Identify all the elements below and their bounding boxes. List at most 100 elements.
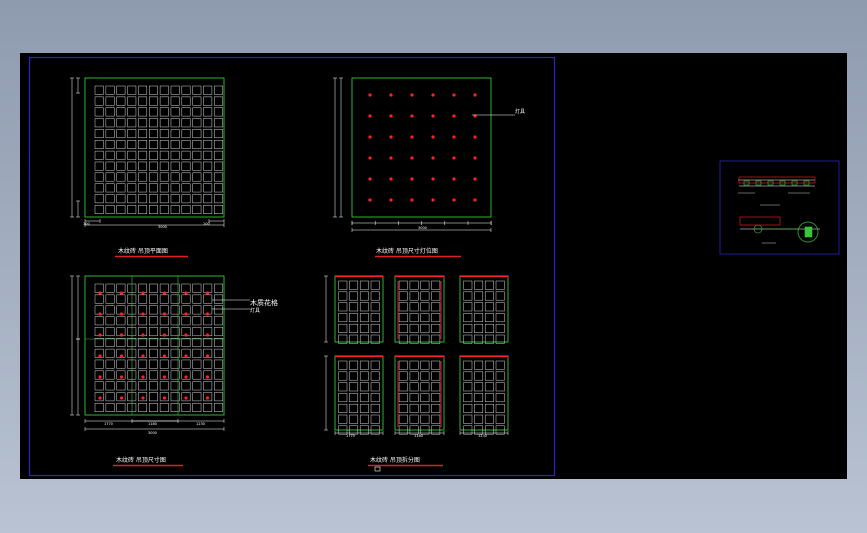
wood-grid-cell bbox=[192, 183, 202, 193]
light-fixture bbox=[98, 333, 102, 337]
wood-grid-cell bbox=[181, 96, 191, 106]
split-panel-cell bbox=[359, 313, 369, 323]
split-panel-cell bbox=[338, 393, 348, 403]
section-beam bbox=[738, 176, 816, 184]
wood-grid-cell bbox=[170, 392, 180, 402]
wood-grid-cell bbox=[149, 283, 158, 293]
dim-overall-1: 3000 bbox=[158, 225, 167, 229]
split-panel-cell bbox=[484, 323, 494, 333]
light-fixture bbox=[119, 396, 124, 400]
wood-grid-cell bbox=[116, 392, 126, 402]
wood-grid-cell bbox=[203, 381, 213, 391]
light-fixture bbox=[389, 135, 393, 139]
wood-grid-cell bbox=[192, 194, 202, 204]
wood-grid-cell bbox=[105, 348, 115, 358]
split-panel-cell bbox=[398, 393, 408, 403]
wood-grid-cell bbox=[203, 392, 213, 402]
split-panel-cell bbox=[431, 302, 441, 312]
wood-grid-cell bbox=[105, 294, 115, 304]
dim-split-c: 1180 bbox=[148, 422, 157, 426]
wood-grid-cell bbox=[214, 205, 224, 215]
wood-grid-cell bbox=[138, 118, 148, 128]
split-panel-cell bbox=[349, 291, 359, 301]
wood-grid-cell bbox=[170, 327, 180, 337]
split-panel-cell bbox=[420, 371, 430, 381]
wood-grid-cell bbox=[214, 172, 224, 182]
wood-grid-cell bbox=[159, 107, 169, 117]
wood-grid-cell bbox=[192, 161, 202, 171]
wood-grid-cell bbox=[192, 359, 202, 369]
wood-grid-cell bbox=[138, 161, 148, 171]
wood-grid-cell bbox=[105, 140, 115, 149]
wood-grid-cell bbox=[116, 359, 126, 369]
split-panel-cell bbox=[495, 334, 505, 344]
wood-grid-cell bbox=[116, 316, 126, 326]
wood-grid-cell bbox=[149, 370, 158, 380]
wood-grid-cell bbox=[170, 359, 180, 369]
wood-grid-cell bbox=[170, 85, 180, 95]
split-panel-cell bbox=[474, 313, 484, 323]
wood-grid-cell bbox=[192, 85, 202, 95]
wood-grid-cell bbox=[192, 392, 202, 402]
light-fixture bbox=[184, 312, 188, 316]
light-fixture bbox=[389, 156, 393, 160]
split-panel-cell bbox=[420, 302, 430, 312]
wood-grid-cell bbox=[192, 140, 202, 149]
wood-grid-cell bbox=[116, 381, 126, 391]
wood-grid-cell bbox=[116, 140, 126, 149]
wood-grid-cell bbox=[94, 348, 104, 358]
light-fixture bbox=[141, 291, 145, 295]
wood-grid-cell bbox=[127, 85, 137, 95]
wood-grid-cell bbox=[181, 403, 191, 413]
wood-grid-cell bbox=[127, 172, 137, 182]
light-fixture bbox=[452, 135, 456, 139]
light-fixture bbox=[141, 375, 145, 379]
split-panel-cell bbox=[409, 302, 419, 312]
split-panel-cell bbox=[409, 382, 419, 392]
light-fixture bbox=[119, 333, 124, 337]
split-panel-cell bbox=[463, 360, 473, 370]
wood-grid-cell bbox=[138, 129, 148, 139]
wood-grid-cell bbox=[181, 85, 191, 95]
light-fixture bbox=[452, 93, 456, 97]
wood-grid-cell bbox=[203, 294, 213, 304]
light-fixture bbox=[368, 93, 372, 97]
split-panel-cell bbox=[370, 291, 380, 301]
split-panel-cell bbox=[484, 393, 494, 403]
cad-drawing[interactable]: 木纹砖 吊顶平面图 木纹砖 吊顶尺寸灯位图 木纹砖 吊顶尺寸图 木纹砖 吊顶拆分… bbox=[20, 53, 847, 479]
split-panel-cell bbox=[484, 382, 494, 392]
light-fixture bbox=[431, 156, 435, 160]
wood-grid-cell bbox=[138, 359, 148, 369]
wood-grid-cell bbox=[181, 161, 191, 171]
split-panel-cell bbox=[474, 302, 484, 312]
split-panel-cell bbox=[463, 382, 473, 392]
split-panel-outline bbox=[459, 355, 509, 431]
split-panel-outline bbox=[459, 275, 509, 343]
wood-grid-cell bbox=[159, 150, 169, 160]
split-panel-cell bbox=[463, 323, 473, 333]
wood-grid-cell bbox=[105, 183, 115, 193]
wood-grid-cell bbox=[94, 150, 104, 160]
wood-grid-cell bbox=[138, 316, 148, 326]
wood-grid-cell bbox=[159, 403, 169, 413]
wood-grid-cell bbox=[192, 316, 202, 326]
split-panel-cell bbox=[495, 371, 505, 381]
model-space-viewport[interactable]: 木纹砖 吊顶平面图 木纹砖 吊顶尺寸灯位图 木纹砖 吊顶尺寸图 木纹砖 吊顶拆分… bbox=[20, 53, 847, 479]
wood-grid-cell bbox=[181, 140, 191, 149]
split-panel-cell bbox=[420, 425, 430, 435]
split-panel-cell bbox=[484, 291, 494, 301]
wood-grid-cell bbox=[116, 338, 126, 347]
wood-grid-cell bbox=[159, 129, 169, 139]
split-panel-cell bbox=[349, 360, 359, 370]
wood-grid-cell bbox=[203, 161, 213, 171]
title-plan-grid: 木纹砖 吊顶平面图 bbox=[118, 247, 168, 255]
wood-grid-cell bbox=[214, 194, 224, 204]
split-panel-cell bbox=[495, 393, 505, 403]
light-fixture bbox=[473, 135, 477, 139]
wood-grid-cell bbox=[170, 348, 180, 358]
split-panel-cell bbox=[474, 414, 484, 424]
wood-grid-cell bbox=[192, 107, 202, 117]
wood-grid-cell bbox=[105, 172, 115, 182]
split-panel-cell bbox=[463, 291, 473, 301]
wood-grid-cell bbox=[170, 316, 180, 326]
